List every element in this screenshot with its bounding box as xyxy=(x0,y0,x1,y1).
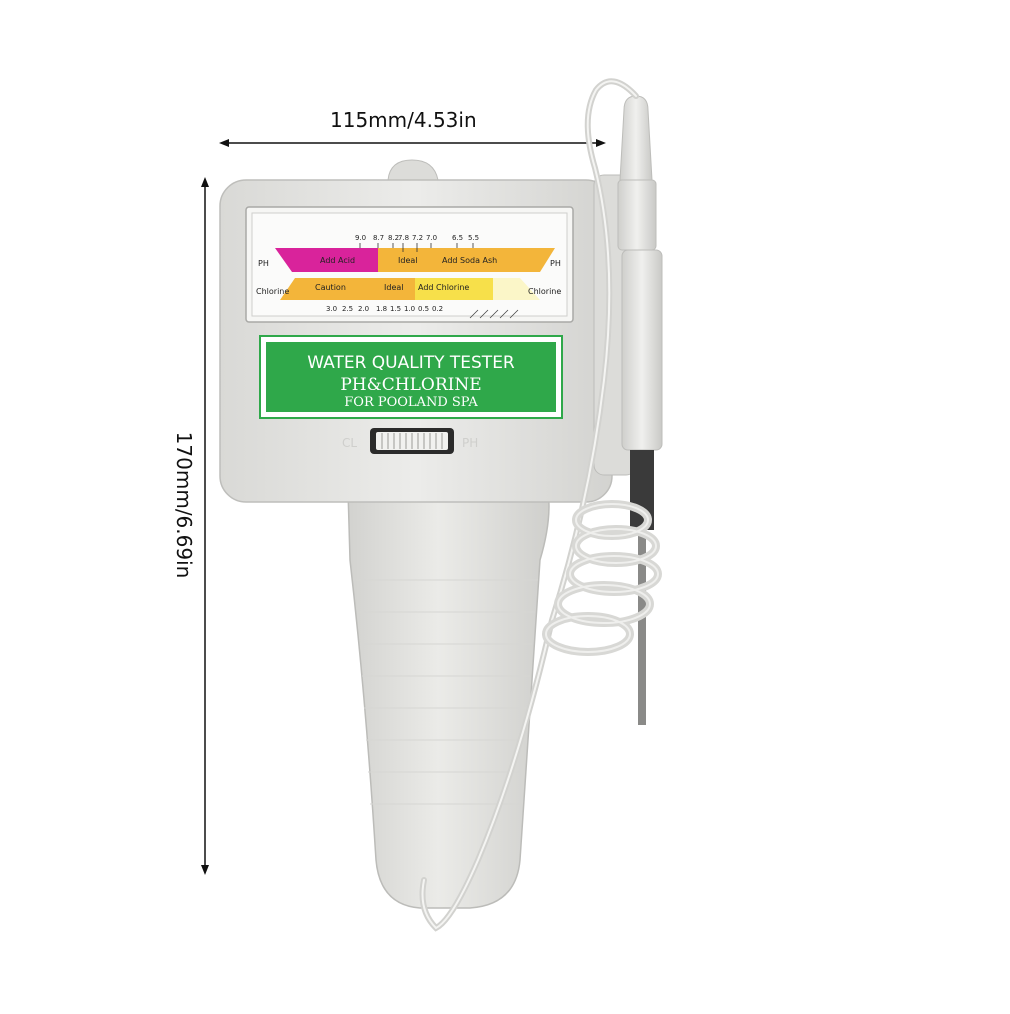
chlorine-ideal-text: Ideal xyxy=(384,283,403,292)
height-dimension-arrow xyxy=(201,177,209,875)
chlorine-add-text: Add Chlorine xyxy=(418,283,469,292)
ph-ideal-text: Ideal xyxy=(398,256,417,265)
label-panel xyxy=(266,342,556,412)
dial-mark-right: PH xyxy=(462,436,478,450)
cl-tick: 0.5 xyxy=(418,305,429,313)
label-line-2: PH&CHLORINE xyxy=(340,375,481,395)
ph-tick: 7.8 xyxy=(398,234,409,242)
label-line-3: FOR POOLAND SPA xyxy=(344,395,478,410)
ph-tick: 9.0 xyxy=(355,234,366,242)
ph-label-right: PH xyxy=(550,259,561,268)
handle-grip-lines xyxy=(356,579,538,805)
chlorine-label-right: Chlorine xyxy=(528,287,561,296)
cl-tick: 2.0 xyxy=(358,305,369,313)
width-dimension-label: 115mm/4.53in xyxy=(330,108,477,132)
ph-tick: 7.0 xyxy=(426,234,437,242)
ph-add-acid-text: Add Acid xyxy=(320,256,355,265)
ph-band-magenta xyxy=(275,248,378,272)
ph-tick: 7.2 xyxy=(412,234,423,242)
chlorine-caution-text: Caution xyxy=(315,283,346,292)
cl-tick: 0.2 xyxy=(432,305,443,313)
ph-tick: 6.5 xyxy=(452,234,463,242)
gauge-hatching xyxy=(469,309,519,319)
ph-tick-labels: 9.0 8.7 8.2 7.8 7.2 7.0 6.5 5.5 xyxy=(355,234,479,242)
ph-tick: 8.7 xyxy=(373,234,384,242)
hanging-tab xyxy=(387,159,439,181)
width-dimension-arrow xyxy=(219,139,606,147)
height-dimension-label: 170mm/6.69in xyxy=(172,431,196,579)
probe xyxy=(617,95,663,725)
ph-tick: 8.2 xyxy=(388,234,399,242)
chlorine-tick-labels: 3.0 2.5 2.0 1.8 1.5 1.0 0.5 0.2 xyxy=(326,305,443,313)
ph-add-soda-ash-text: Add Soda Ash xyxy=(442,256,497,265)
ph-tick: 5.5 xyxy=(468,234,479,242)
ph-label-left: PH xyxy=(258,259,269,268)
chlorine-band-yellow xyxy=(415,278,493,300)
label-line-1: WATER QUALITY TESTER xyxy=(307,353,515,373)
cl-tick: 1.0 xyxy=(404,305,415,313)
tester-handle xyxy=(347,489,550,909)
chlorine-band-light xyxy=(493,278,540,300)
chlorine-band-orange xyxy=(280,278,415,300)
chlorine-label-left: Chlorine xyxy=(256,287,289,296)
cl-tick: 3.0 xyxy=(326,305,337,313)
selector-dial[interactable] xyxy=(370,428,454,454)
ph-tick-marks xyxy=(359,243,474,252)
cl-tick: 1.8 xyxy=(376,305,387,313)
dial-mark-left: CL xyxy=(342,436,357,450)
cl-tick: 2.5 xyxy=(342,305,353,313)
ph-band-yellow xyxy=(378,248,555,272)
cl-tick: 1.5 xyxy=(390,305,401,313)
